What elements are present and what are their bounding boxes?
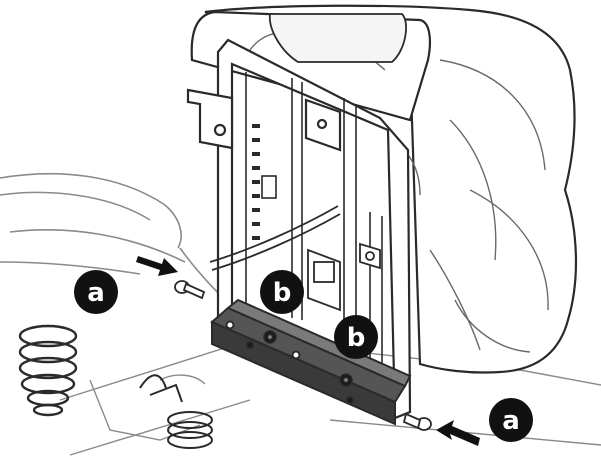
- base-plate: [210, 298, 412, 426]
- fender-outline: [0, 172, 226, 301]
- lower-spring: [139, 374, 213, 449]
- callout-b-lower: b: [334, 315, 378, 359]
- adjustment-slots: [252, 124, 277, 240]
- slide-adjuster: [307, 242, 381, 312]
- callout-a-right: a: [489, 398, 533, 442]
- bolt-right: [402, 412, 432, 431]
- callout-a-left-label: a: [87, 278, 105, 308]
- nut-upper: [263, 330, 277, 344]
- seat-back-cutout: [269, 13, 407, 63]
- callout-b-upper-label: b: [273, 278, 292, 308]
- callout-a-right-label: a: [502, 406, 520, 436]
- seat-cable: [209, 205, 341, 271]
- callout-b-upper: b: [260, 270, 304, 314]
- callout-a-left: a: [74, 270, 118, 314]
- arrow-left: [136, 256, 178, 276]
- callout-b-lower-label: b: [347, 323, 366, 353]
- bolt-left: [174, 280, 206, 300]
- suspension-spring: [18, 324, 78, 417]
- arrow-right: [436, 420, 480, 446]
- nut-lower: [339, 373, 353, 387]
